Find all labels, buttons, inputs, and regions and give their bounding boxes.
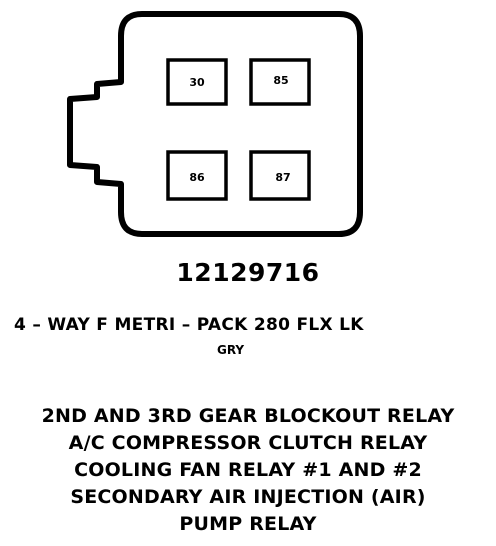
function-line: COOLING FAN RELAY #1 AND #2 <box>74 459 422 481</box>
pin-cavity-85 <box>249 58 311 106</box>
pin-cavity-87 <box>249 150 311 201</box>
function-line: PUMP RELAY <box>179 513 317 535</box>
pin-cavity-86 <box>166 150 228 201</box>
function-line: 2ND AND 3RD GEAR BLOCKOUT RELAY <box>41 405 455 427</box>
function-line: A/C COMPRESSOR CLUTCH RELAY <box>68 432 428 454</box>
relay-function-list: 2ND AND 3RD GEAR BLOCKOUT RELAY A/C COMP… <box>0 403 496 538</box>
pin-label-85: 85 <box>273 74 288 87</box>
part-number: 12129716 <box>176 258 320 287</box>
function-line: SECONDARY AIR INJECTION (AIR) <box>70 486 426 508</box>
connector-body-outline <box>67 11 363 237</box>
pin-cavity-30 <box>166 58 228 106</box>
connector-description: 4 – WAY F METRI – PACK 280 FLX LK <box>14 315 364 335</box>
pin-label-87: 87 <box>275 171 290 184</box>
connector-face-diagram: 30 85 86 87 <box>67 11 363 237</box>
pin-label-86: 86 <box>189 171 205 184</box>
pin-label-30: 30 <box>189 76 205 89</box>
connector-color: GRY <box>217 343 245 357</box>
